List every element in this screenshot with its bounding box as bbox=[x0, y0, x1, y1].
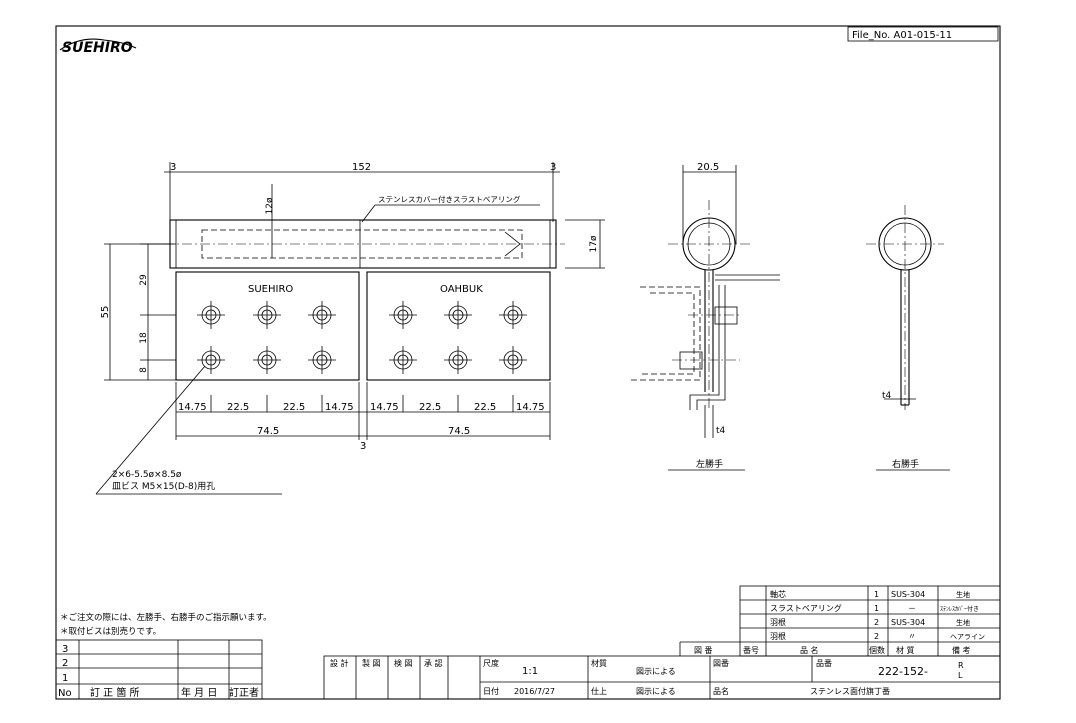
parts-header-drawing: 図 番 bbox=[694, 645, 713, 655]
file-no: File_No. A01-015-11 bbox=[852, 30, 952, 41]
part-no: 222-152- bbox=[878, 665, 928, 678]
dim-29: 29 bbox=[139, 274, 149, 286]
hole-dim-3: 22.5 bbox=[283, 402, 305, 413]
role-design: 設 計 bbox=[330, 658, 349, 668]
side-view-left: 20.5 t4 左勝手 bbox=[630, 162, 780, 471]
hole-dim-2: 22.5 bbox=[227, 402, 249, 413]
parts-header-material: 材 質 bbox=[896, 645, 915, 655]
parts-header-number: 番号 bbox=[743, 645, 759, 655]
hinge-pin-hidden bbox=[201, 229, 523, 259]
role-check: 検 図 bbox=[394, 658, 413, 668]
dim-18: 18 bbox=[139, 332, 149, 344]
part-no-label: 品番 bbox=[816, 658, 832, 668]
side-view-right: t4 右勝手 bbox=[866, 205, 950, 471]
holes-left bbox=[197, 301, 336, 374]
part-2-qty: 1 bbox=[874, 604, 879, 613]
dim-gap: 3 bbox=[360, 441, 366, 452]
dim-end-right: 3 bbox=[550, 162, 556, 173]
part-3-qty: 2 bbox=[874, 618, 879, 627]
parts-header-qty: 個数 bbox=[869, 645, 885, 655]
hole-dim-4: 14.75 bbox=[325, 402, 354, 413]
rev-row-2: 2 bbox=[62, 658, 68, 669]
front-view: 152 3 3 12ø 17ø ステンレスカバー付きスラストベアリング SUEH… bbox=[95, 162, 605, 495]
leaf-left bbox=[175, 271, 360, 381]
hole-dim-5: 14.75 bbox=[370, 402, 399, 413]
hole-dim-6: 22.5 bbox=[419, 402, 441, 413]
dim-8: 8 bbox=[139, 367, 149, 373]
note-1: ＊ご注文の際には、左勝手、右勝手のご指示願います。 bbox=[60, 612, 272, 623]
dim-height: 55 bbox=[100, 306, 111, 319]
scale-value: 1:1 bbox=[522, 666, 538, 677]
hole-note-2: 皿ビス M5×15(D-8)用孔 bbox=[112, 481, 215, 492]
leaf-right bbox=[366, 271, 551, 381]
finish-label: 仕上 bbox=[591, 686, 607, 696]
dim-end-left: 3 bbox=[170, 162, 176, 173]
date-label: 日付 bbox=[483, 686, 499, 696]
part-2-name: スラストベアリング bbox=[770, 603, 842, 613]
left-dim-thickness: t4 bbox=[716, 426, 726, 436]
part-3-remark: 生地 bbox=[956, 618, 970, 627]
leaf-width-right: 74.5 bbox=[448, 426, 470, 437]
note-2: ＊取付ビスは別売りです。 bbox=[60, 626, 161, 637]
leaf-left-mark: SUEHIRO bbox=[248, 284, 293, 295]
parts-header-name: 品 名 bbox=[800, 645, 819, 655]
file-no-box bbox=[847, 26, 999, 42]
dim-pin: 12ø bbox=[265, 197, 275, 214]
rev-header-by: 訂正者 bbox=[229, 686, 259, 699]
finish-value: 図示による bbox=[636, 687, 676, 696]
right-hand-label: 右勝手 bbox=[892, 458, 919, 470]
part-4-material: 〃 bbox=[908, 632, 916, 641]
rev-header-date: 年 月 日 bbox=[181, 686, 217, 699]
dim-knuckle: 17ø bbox=[589, 235, 599, 252]
right-dim-thickness: t4 bbox=[882, 391, 892, 401]
part-suffix-r: R bbox=[958, 661, 964, 670]
role-approve: 承 認 bbox=[424, 658, 443, 668]
product-name: ステンレス面付旗丁番 bbox=[810, 686, 890, 696]
scale-label: 尺度 bbox=[483, 658, 499, 668]
revision-table: 3 2 1 No 訂 正 箇 所 年 月 日 訂正者 bbox=[55, 639, 263, 700]
material-label: 材質 bbox=[591, 658, 607, 668]
hole-dim-1: 14.75 bbox=[178, 402, 207, 413]
part-4-qty: 2 bbox=[874, 632, 879, 641]
part-1-material: SUS-304 bbox=[891, 590, 925, 599]
title-block: 設 計 製 図 検 図 承 認 尺度 1:1 材質 図示による 図番 品番 22… bbox=[323, 655, 1001, 700]
hole-note-1: 2×6-5.5ø×8.5ø bbox=[112, 470, 182, 480]
hole-dim-7: 22.5 bbox=[474, 402, 496, 413]
product-label: 品名 bbox=[713, 686, 729, 696]
part-2-material: － bbox=[908, 604, 916, 613]
hole-dim-8: 14.75 bbox=[516, 402, 545, 413]
suehiro-logo: SUEHIRO bbox=[59, 38, 137, 56]
rev-row-1: 1 bbox=[62, 673, 68, 684]
part-1-name: 軸芯 bbox=[770, 589, 786, 599]
left-dim-width: 20.5 bbox=[697, 162, 719, 173]
drawing-no-label: 図番 bbox=[713, 658, 729, 668]
part-2-remark: ｽﾃﾝﾚｽｶﾊﾞｰ付き bbox=[940, 605, 979, 613]
leaf-right-mark: OAHBUK bbox=[440, 284, 483, 295]
part-1-qty: 1 bbox=[874, 590, 879, 599]
parts-header-remark: 備 考 bbox=[952, 645, 971, 655]
rev-row-3: 3 bbox=[62, 644, 68, 655]
part-4-name: 羽根 bbox=[770, 631, 786, 641]
drawing-frame bbox=[55, 25, 1001, 700]
rev-header-location: 訂 正 箇 所 bbox=[90, 686, 140, 699]
left-hand-label: 左勝手 bbox=[696, 458, 723, 470]
dim-total: 152 bbox=[352, 162, 371, 173]
part-3-material: SUS-304 bbox=[891, 618, 925, 627]
role-drafting: 製 図 bbox=[362, 658, 381, 668]
part-3-name: 羽根 bbox=[770, 617, 786, 627]
material-value: 図示による bbox=[636, 667, 676, 676]
logo-text: SUEHIRO bbox=[62, 40, 133, 56]
parts-table: 軸芯 1 SUS-304 生地 スラストベアリング 1 － ｽﾃﾝﾚｽｶﾊﾞｰ付… bbox=[679, 585, 1001, 657]
rev-header-no: No bbox=[58, 688, 72, 699]
part-suffix-l: L bbox=[958, 671, 963, 680]
holes-right bbox=[389, 301, 527, 374]
date-value: 2016/7/27 bbox=[514, 687, 555, 696]
part-4-remark: ヘアライン bbox=[950, 633, 985, 641]
part-1-remark: 生地 bbox=[956, 590, 970, 599]
bearing-note: ステンレスカバー付きスラストベアリング bbox=[378, 194, 521, 204]
leaf-width-left: 74.5 bbox=[257, 426, 279, 437]
